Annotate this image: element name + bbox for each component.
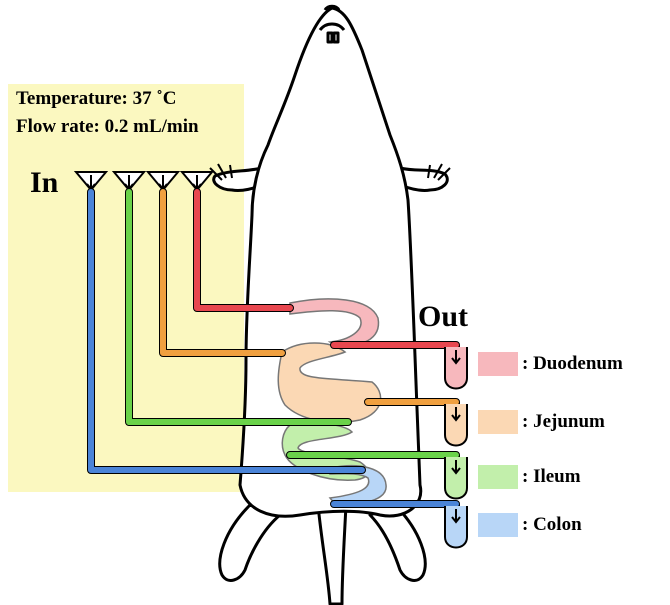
outlet-label: Out [418,300,469,333]
legend-label-ileum: : Ileum [522,466,581,487]
collection-tube-colon [444,506,468,549]
collection-tube-jejunum [444,404,468,447]
legend-swatch-jejunum [478,410,518,434]
flow-rate-text: Flow rate: 0.2 mL/min [16,116,199,137]
collection-tube-ileum [444,457,468,500]
legend-swatch-ileum [478,465,518,489]
temperature-text: Temperature: 37 ˚C [16,88,177,109]
inlet-funnels [73,171,215,192]
collection-tubes [444,347,468,549]
jejunum-segment [277,342,382,423]
inlet-label: In [30,166,59,199]
legend-label-jejunum: : Jejunum [522,411,605,432]
legend-swatch-colon [478,513,518,537]
tube-jejunum-in-fill [160,189,285,356]
legend-swatch-duodenum [478,352,518,376]
tubing [87,188,460,514]
tube-colon-in-fill [88,189,365,473]
legend-label-colon: : Colon [522,514,582,535]
tube-duodenum-in-fill [194,189,293,311]
legend-label-duodenum: : Duodenum [522,353,623,374]
tube-ileum-in-fill [126,189,351,425]
collection-tube-duodenum [444,347,468,390]
